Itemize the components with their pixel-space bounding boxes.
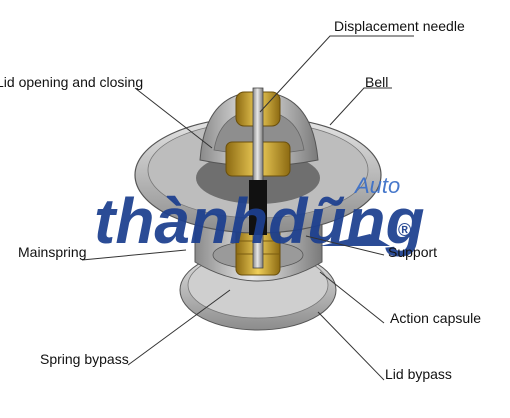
label-lid-bypass: Lid bypass — [385, 366, 452, 382]
leader-lines — [81, 35, 414, 381]
label-spring-bypass: Spring bypass — [40, 351, 129, 367]
label-mainspring: Mainspring — [18, 244, 86, 260]
label-lid-opening-closing: Lid opening and closing — [0, 74, 143, 90]
displacement-needle — [249, 87, 267, 269]
svg-text:®: ® — [398, 220, 411, 240]
label-support: Support — [388, 244, 437, 260]
label-displacement-needle: Displacement needle — [334, 18, 465, 34]
label-bell: Bell — [365, 74, 388, 90]
svg-text:Auto: Auto — [353, 173, 400, 198]
label-action-capsule: Action capsule — [390, 310, 481, 326]
watermark-logo: thànhdũng Auto ® — [94, 173, 425, 257]
